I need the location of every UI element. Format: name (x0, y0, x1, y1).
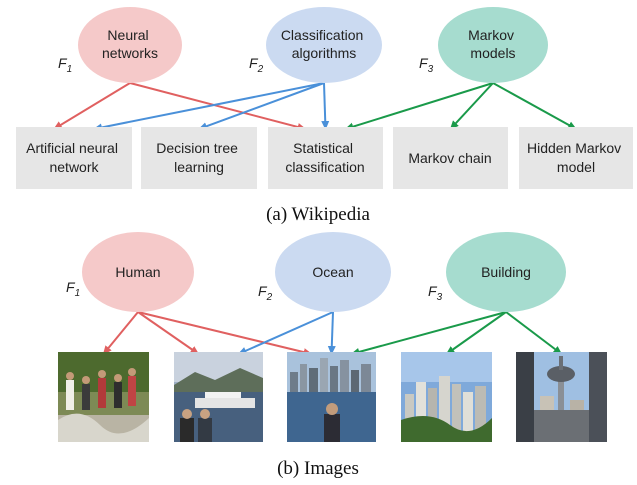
panel-b-link-arrow (237, 311, 334, 355)
svg-text:Neural networks: Neural networks (102, 27, 158, 61)
factor-label-line: Markov (468, 27, 514, 43)
panel-b-link-arrow (137, 311, 200, 355)
factor-ellipse (438, 7, 548, 83)
panel-a: Neural networks F1 Classification algori… (16, 7, 633, 225)
item-box-hidden-markov-model: Hidden Markov model (519, 127, 633, 189)
factor-node-classification-algorithms: Classification algorithms F2 (249, 7, 382, 83)
svg-text:Decision tree learning: Decision tree learning (156, 140, 242, 175)
factor-label-line: Ocean (312, 264, 353, 280)
factor-ellipse (446, 232, 566, 312)
factor-node-markov-models: Markov models F3 (419, 7, 548, 83)
panel-b-link-arrow (445, 311, 507, 355)
factor-label-line: Building (481, 264, 531, 280)
item-label-line: Decision tree (156, 140, 238, 156)
item-label-line: classification (285, 159, 364, 175)
factor-label-line: models (470, 45, 515, 61)
panel-b-links (102, 311, 563, 357)
factor-ellipse (78, 7, 182, 83)
factor-ellipse (266, 7, 382, 83)
factor-symbol: F2 (249, 55, 264, 75)
item-box (268, 127, 383, 189)
factor-symbol: F1 (58, 55, 72, 75)
item-label-line: model (557, 159, 595, 175)
item-label-line: Artificial neural (26, 140, 118, 156)
panel-a-link-arrow (344, 82, 494, 131)
svg-text:Markov chain: Markov chain (408, 150, 491, 166)
item-box-markov-chain: Markov chain (393, 127, 508, 189)
panel-a-caption: (a) Wikipedia (266, 204, 370, 225)
factor-label-line: Classification (281, 27, 363, 43)
factor-ellipse (82, 232, 194, 312)
factor-node-building: Building F3 (428, 232, 566, 312)
item-box (393, 127, 508, 189)
item-box (141, 127, 257, 189)
item-label-line: learning (174, 159, 224, 175)
factor-label-line: networks (102, 45, 158, 61)
factor-label-line: Human (115, 264, 160, 280)
svg-text:Markov models: Markov models (468, 27, 518, 61)
factor-node-human: Human F1 (66, 232, 194, 312)
city-waterfront-person-photo (287, 352, 376, 442)
panel-a-link-arrow (198, 82, 325, 130)
item-label-line: network (49, 159, 99, 175)
factor-node-neural-networks: Neural networks F1 (58, 7, 182, 83)
panel-b-link-arrow (505, 311, 563, 355)
svg-text:Artificial neural netw: Artificial neural network (26, 140, 122, 175)
panel-b-link-arrow (327, 311, 336, 355)
factor-symbol: F1 (66, 279, 80, 299)
people-outdoors-photo (58, 352, 149, 442)
factor-ellipse (275, 232, 391, 312)
panel-b: Human F1 Ocean F2 Building F3 (58, 232, 607, 479)
panel-b-caption: (b) Images (277, 458, 359, 479)
panel-a-link-arrow (129, 82, 307, 131)
panel-a-link-arrow (492, 82, 577, 130)
item-label-line: Statistical (293, 140, 353, 156)
panel-b-link-arrow (102, 311, 139, 355)
item-box-statistical-classification: Statistical classification (268, 127, 383, 189)
item-box-artificial-neural-network: Artificial neural network (16, 127, 132, 189)
factor-node-ocean: Ocean F2 (258, 232, 391, 312)
item-box-decision-tree-learning: Decision tree learning (141, 127, 257, 189)
svg-text:Statistical classifica: Statistical classification (285, 140, 364, 175)
factor-symbol: F3 (428, 283, 443, 303)
tower-street-photo (516, 352, 607, 442)
panel-a-links (53, 82, 577, 132)
factor-label-line: algorithms (292, 45, 357, 61)
factor-symbol: F2 (258, 283, 273, 303)
panel-a-link-arrow (321, 82, 330, 130)
panel-a-link-arrow (53, 82, 131, 130)
panel-a-link-arrow (449, 82, 494, 130)
item-label-line: Hidden Markov (527, 140, 621, 156)
panel-a-link-arrow (93, 82, 325, 132)
item-box (16, 127, 132, 189)
harbor-ship-people-photo (174, 352, 263, 442)
item-box (519, 127, 633, 189)
city-skyline-photo (401, 352, 492, 442)
item-label-line: Markov chain (408, 150, 491, 166)
panel-b-link-arrow (137, 311, 313, 357)
factor-symbol: F3 (419, 55, 434, 75)
factor-label-line: Neural (107, 27, 148, 43)
svg-text:Classification algorit: Classification algorithms (281, 27, 367, 61)
panel-b-link-arrow (350, 311, 507, 356)
svg-text:Hidden Markov model: Hidden Markov model (527, 140, 625, 175)
